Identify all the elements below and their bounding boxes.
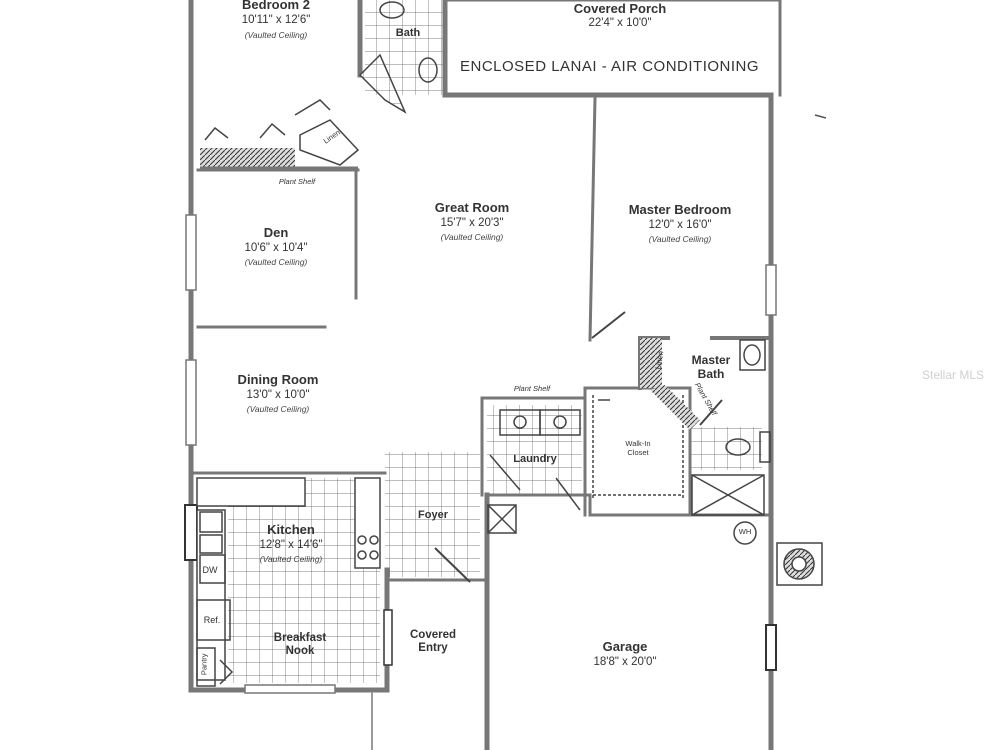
den-name: Den [263, 225, 289, 240]
covered-porch-name: Covered Porch [573, 1, 667, 16]
bath-name: Bath [395, 27, 421, 39]
great-room-name: Great Room [434, 200, 510, 215]
garage-dimensions: 18'8" x 20'0" [593, 656, 657, 668]
enclosed-lanai-banner: ENCLOSED LANAI - AIR CONDITIONING [460, 58, 760, 75]
pantry-label: Pantry [199, 653, 209, 676]
covered-entry-name: Covered Entry [409, 629, 457, 655]
bedroom2-name: Bedroom 2 [242, 0, 310, 12]
kitchen-note: (Vaulted Ceiling) [259, 554, 323, 564]
master-bath-name: Master Bath [691, 353, 731, 381]
master-bedroom-dimensions: 12'0" x 16'0" [648, 219, 712, 231]
plant-shelf-label-upper: Plant Shelf [278, 177, 316, 186]
great-room-dimensions: 15'7" x 20'3" [440, 217, 504, 229]
master-bedroom-note: (Vaulted Ceiling) [648, 234, 712, 244]
refrigerator-label: Ref. [203, 615, 221, 625]
master-bedroom-name: Master Bedroom [628, 202, 732, 217]
great-room-note: (Vaulted Ceiling) [440, 232, 504, 242]
garage-name: Garage [602, 639, 648, 654]
bedroom2-note: (Vaulted Ceiling) [244, 30, 308, 40]
den-dimensions: 10'6" x 10'4" [244, 242, 308, 254]
dining-room-dimensions: 13'0" x 10'0" [246, 389, 310, 401]
dishwasher-label: DW [202, 565, 218, 575]
laundry-name: Laundry [513, 453, 557, 465]
kitchen-name: Kitchen [267, 522, 315, 537]
watermark: Stellar MLS [922, 368, 985, 382]
dining-room-note: (Vaulted Ceiling) [246, 404, 310, 414]
den-note: (Vaulted Ceiling) [244, 257, 308, 267]
fixtures [184, 1, 823, 694]
walk-in-closet-name: Walk-In Closet [625, 439, 651, 457]
kitchen-dimensions: 12'8" x 14'6" [259, 539, 323, 551]
plant-shelf-label-laundry: Plant Shelf [513, 384, 551, 393]
tiled-floors [228, 0, 762, 683]
covered-porch-dimensions: 22'4" x 10'0" [588, 17, 652, 29]
bedroom2-dimensions: 10'11" x 12'6" [241, 14, 311, 26]
water-heater-label: WH [738, 527, 752, 536]
foyer-name: Foyer [418, 509, 448, 521]
dining-room-name: Dining Room [237, 372, 319, 387]
breakfast-nook-name: Breakfast Nook [273, 632, 327, 658]
